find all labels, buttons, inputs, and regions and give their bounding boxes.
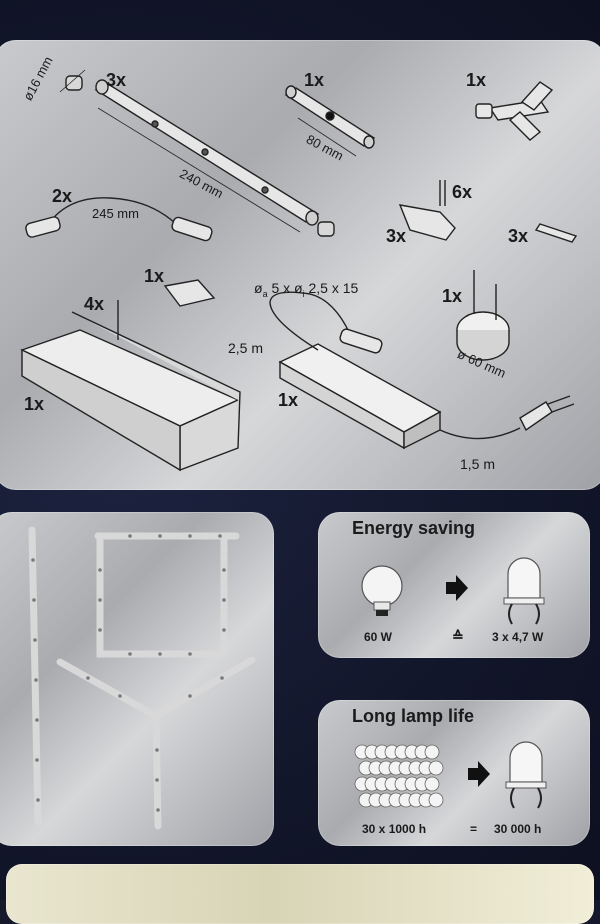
lead-length-label: 2,5 m [228, 340, 264, 356]
pad-quantity: 1x [144, 266, 165, 286]
clip-quantity: 3x [386, 226, 407, 246]
tube-quantity: 3x [106, 70, 127, 90]
long-lamp-life-title: Long lamp life [352, 706, 475, 726]
small-bulb-icon [424, 744, 440, 760]
splitter-quantity: 1x [466, 70, 487, 90]
life-left-value: 30 x 1000 h [362, 822, 427, 836]
driver-quantity: 1x [278, 390, 299, 410]
cable-drawing [25, 197, 213, 242]
energy-equivalence-symbol: ≙ [452, 628, 464, 644]
cable-quantity: 2x [52, 186, 73, 206]
led-driver-drawing [269, 291, 575, 450]
cable-channel-drawing [20, 300, 241, 472]
life-icons [354, 741, 547, 809]
channel-quantity: 1x [24, 394, 45, 414]
led-icon [505, 741, 547, 809]
bulb-group-icon [354, 744, 444, 808]
y-layout [56, 656, 256, 830]
short-connector-drawing [284, 85, 376, 157]
cable-spec-label: øa 5 x øi 2,5 x 15 [254, 280, 359, 299]
strip-quantity: 3x [508, 226, 529, 246]
mains-length-label: 1,5 m [460, 456, 496, 472]
clip-drawing [398, 180, 456, 241]
junction-box-drawing [456, 270, 510, 361]
light-tube-drawing [59, 69, 335, 237]
arrow-right-icon [468, 761, 490, 787]
screws-quantity: 6x [452, 182, 473, 202]
channel-screws-quantity: 4x [84, 294, 105, 314]
led-icon [503, 557, 545, 625]
small-bulb-icon [428, 792, 444, 808]
bottom-info-panel [6, 864, 594, 924]
energy-icons [361, 557, 545, 625]
small-bulb-icon [428, 760, 444, 776]
adhesive-strip-drawing [534, 223, 578, 243]
incandescent-bulb-icon [361, 565, 403, 616]
small-bulb-icon [424, 776, 440, 792]
energy-saving-title: Energy saving [352, 518, 476, 538]
arrow-right-icon [446, 575, 468, 601]
parts-illustrations [20, 69, 578, 472]
adhesive-pad-drawing [163, 279, 216, 307]
life-equals-sign: = [470, 822, 478, 836]
energy-left-value: 60 W [364, 630, 393, 644]
splitter-drawing [475, 81, 554, 141]
junction-box-quantity: 1x [442, 286, 463, 306]
layout-examples-panel [0, 512, 274, 846]
energy-right-value: 3 x 4,7 W [492, 630, 544, 644]
square-layout [94, 532, 240, 658]
cable-length-label: 245 mm [92, 206, 139, 221]
layout-illustrations [28, 526, 256, 830]
connector-quantity: 1x [304, 70, 325, 90]
straight-layout [28, 526, 42, 826]
life-right-value: 30 000 h [494, 822, 542, 836]
